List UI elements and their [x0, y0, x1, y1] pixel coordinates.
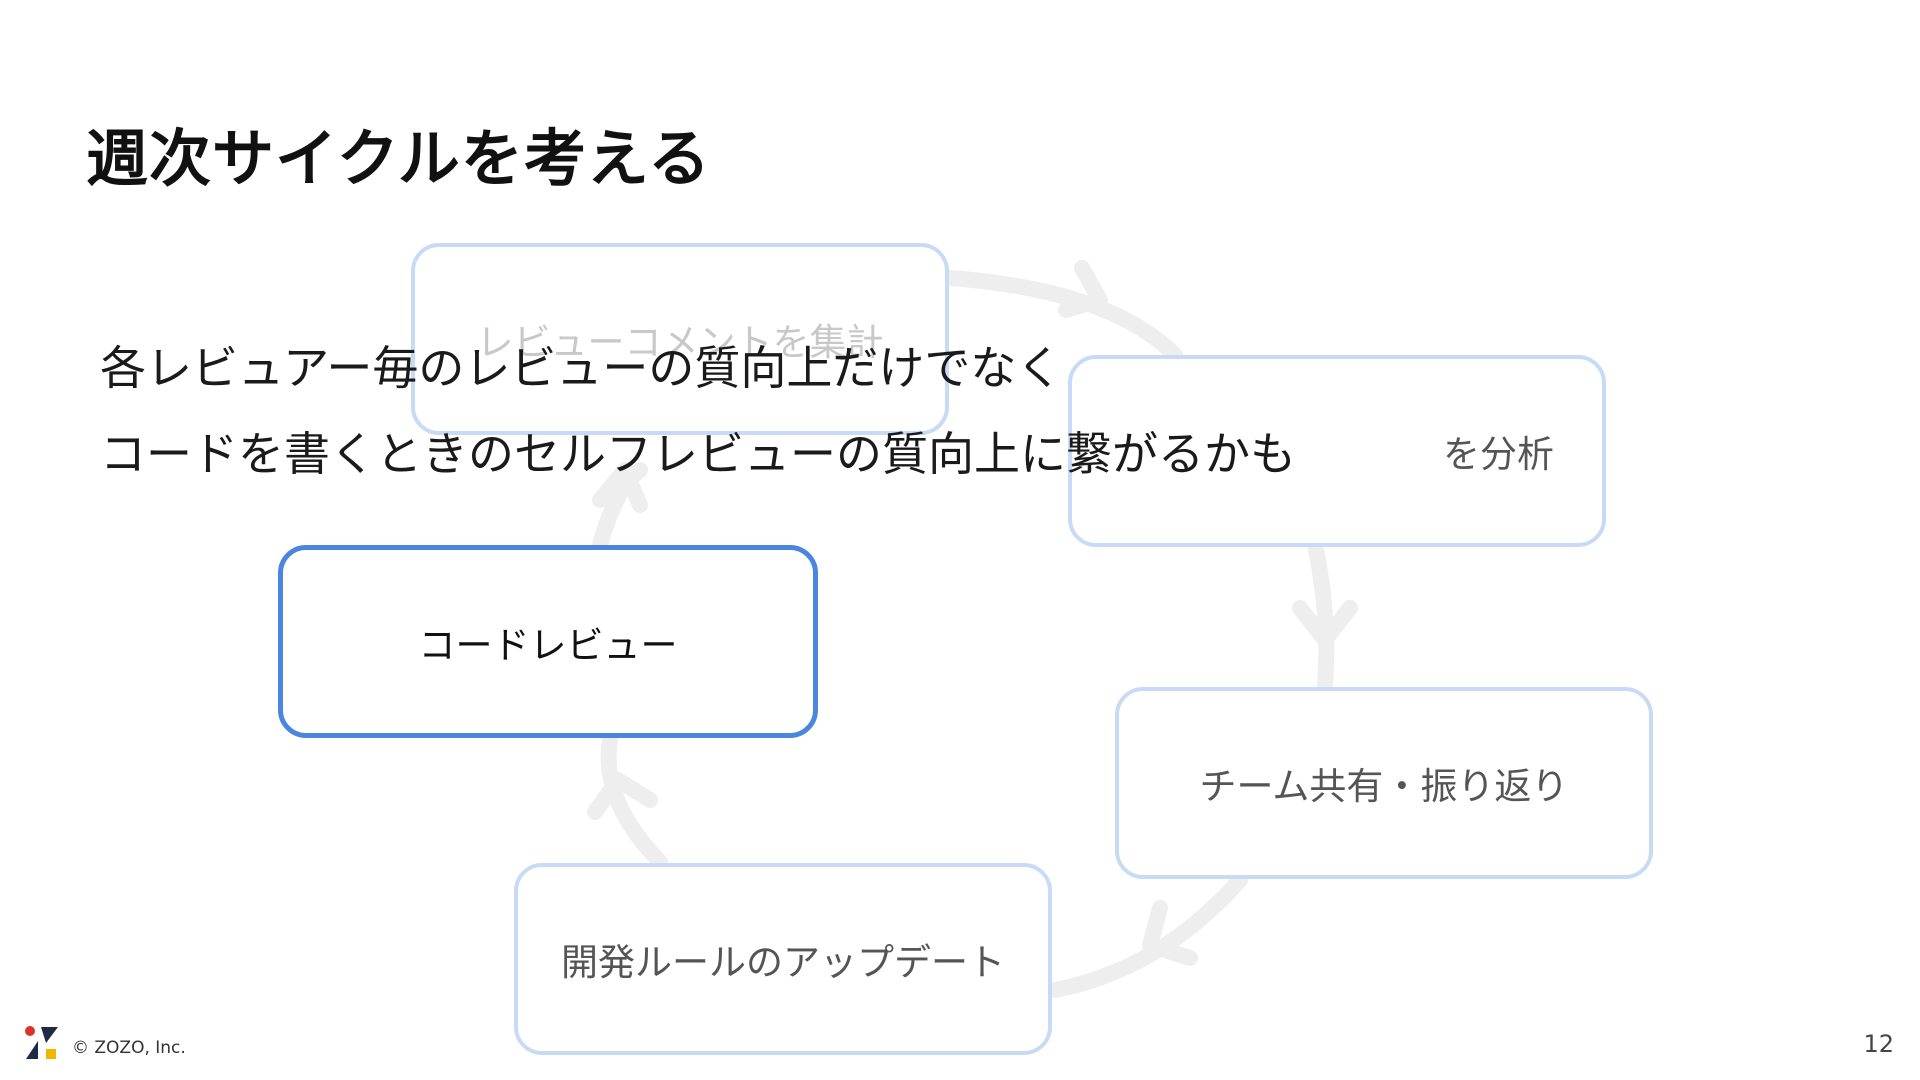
cycle-step-analyze-label: を分析: [1443, 433, 1554, 476]
arrowhead-share-to-update: [1142, 900, 1198, 966]
footer-copyright: © ZOZO, Inc.: [72, 1038, 186, 1058]
cycle-step-aggregate-label: レビューコメントを集計: [476, 321, 884, 364]
callout-text: 各レビュアー毎のレビューの質向上だけでなく コードを書くときのセルフレビューの質…: [100, 325, 1296, 497]
arrowhead-review-to-aggregate: [592, 462, 648, 513]
arrowhead-aggregate-to-analyze: [1058, 260, 1108, 318]
arrowhead-analyze-to-share: [1292, 600, 1358, 648]
arrowhead-update-to-review: [587, 772, 658, 820]
cycle-step-update-label: 開発ルールのアップデート: [561, 941, 1005, 984]
cycle-step-analyze: を分析: [1068, 355, 1606, 547]
cycle-step-code-review: コードレビュー: [278, 545, 818, 738]
cycle-step-update: 開発ルールのアップデート: [514, 863, 1052, 1055]
arrow-analyze-to-share: [1308, 542, 1335, 693]
cycle-step-aggregate: レビューコメントを集計: [411, 243, 949, 435]
arrow-update-to-review: [600, 732, 668, 870]
cycle-step-share: チーム共有・振り返り: [1115, 687, 1653, 879]
slide-title: 週次サイクルを考える: [86, 122, 712, 195]
callout-line-2: コードを書くときのセルフレビューの質向上に繋がるかも: [100, 427, 1296, 481]
zozo-logo-icon: [25, 1026, 58, 1059]
page-number: 12: [1863, 1030, 1894, 1058]
cycle-step-code-review-label: コードレビュー: [418, 623, 678, 667]
callout-line-1: 各レビュアー毎のレビューの質向上だけでなく: [100, 341, 1063, 395]
cycle-step-share-label: チーム共有・振り返り: [1199, 765, 1569, 808]
